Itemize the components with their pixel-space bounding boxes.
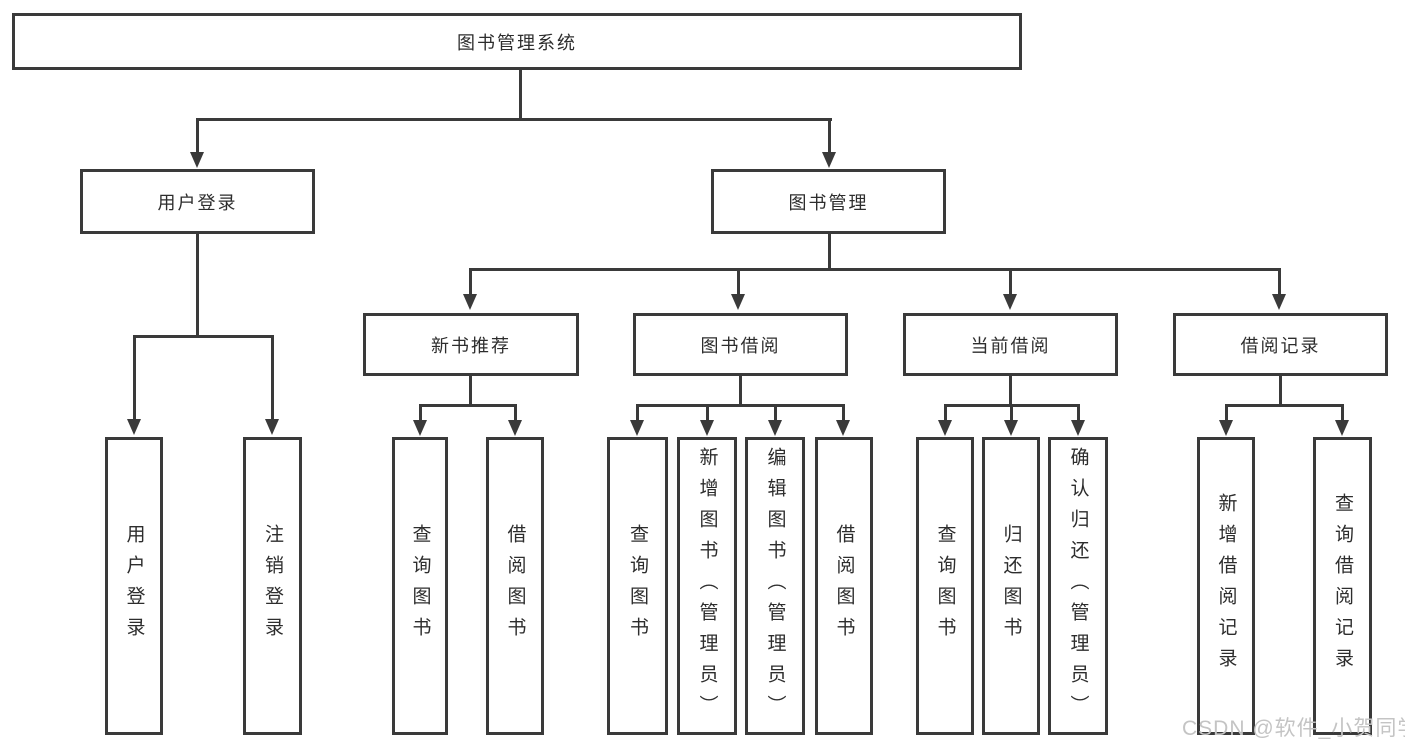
- arrowhead-icon: [1272, 294, 1286, 310]
- leaf-label: 借阅图书: [504, 524, 526, 648]
- connector-drop-user-login: [196, 118, 199, 154]
- connector-drop-leaf: [1010, 404, 1013, 422]
- leaf-label: 查询图书: [627, 524, 648, 648]
- node-book-borrowing: 图书借阅: [633, 313, 848, 376]
- leaf-edit-book-admin: 编辑图书（管理员）: [745, 437, 805, 735]
- arrowhead-icon: [1003, 294, 1017, 310]
- leaf-logout: 注销登录: [243, 437, 302, 735]
- leaf-label: 新增借阅记录: [1215, 493, 1237, 679]
- connector-drop-book-borrowing: [737, 268, 740, 296]
- leaf-return-books: 归还图书: [982, 437, 1040, 735]
- leaf-label: 查询图书: [409, 524, 431, 648]
- leaf-add-book-admin: 新增图书（管理员）: [677, 437, 737, 735]
- leaf-label: 编辑图书（管理员）: [764, 446, 786, 726]
- connector-drop-leaf: [1341, 404, 1344, 422]
- arrowhead-icon: [1004, 420, 1018, 436]
- leaf-search-borrow-record: 查询借阅记录: [1313, 437, 1372, 735]
- arrowhead-icon: [822, 152, 836, 168]
- connector-drop-leaf: [271, 335, 274, 420]
- connector-drop-leaf: [706, 404, 709, 422]
- connector-stem: [1279, 376, 1282, 407]
- node-current-borrowing: 当前借阅: [903, 313, 1118, 376]
- leaf-label: 归还图书: [1000, 524, 1022, 648]
- arrowhead-icon: [768, 420, 782, 436]
- connector-drop-leaf: [842, 404, 845, 422]
- connector-bus: [1225, 404, 1344, 407]
- arrowhead-icon: [1219, 420, 1233, 436]
- arrowhead-icon: [700, 420, 714, 436]
- connector-drop-leaf: [774, 404, 777, 422]
- leaf-borrow-books-recommend: 借阅图书: [486, 437, 544, 735]
- arrowhead-icon: [630, 420, 644, 436]
- connector-bus: [419, 404, 517, 407]
- connector-user-login-bus: [133, 335, 274, 338]
- connector-book-management-stem: [828, 234, 831, 271]
- connector-drop-leaf: [1077, 404, 1080, 422]
- connector-drop-borrow-records: [1278, 268, 1281, 296]
- connector-drop-book-management: [828, 118, 831, 154]
- connector-drop-new-book-recommend: [469, 268, 472, 296]
- node-new-book-recommend-label: 新书推荐: [431, 335, 511, 356]
- node-current-borrowing-label: 当前借阅: [970, 335, 1051, 356]
- arrowhead-icon: [731, 294, 745, 310]
- leaf-search-books-recommend: 查询图书: [392, 437, 448, 735]
- leaf-label: 查询图书: [934, 524, 956, 648]
- leaf-label: 用户登录: [123, 524, 145, 648]
- connector-bus: [636, 404, 845, 407]
- leaf-label: 借阅图书: [833, 524, 855, 648]
- arrowhead-icon: [413, 420, 427, 436]
- arrowhead-icon: [1071, 420, 1085, 436]
- node-borrow-records-label: 借阅记录: [1240, 335, 1321, 356]
- arrowhead-icon: [938, 420, 952, 436]
- connector-root-stem: [519, 70, 522, 121]
- connector-root-bus: [196, 118, 832, 121]
- arrowhead-icon: [1335, 420, 1349, 436]
- leaf-label: 新增图书（管理员）: [696, 446, 718, 726]
- node-user-login: 用户登录: [80, 169, 315, 234]
- node-borrow-records: 借阅记录: [1173, 313, 1388, 376]
- leaf-label: 确认归还（管理员）: [1067, 446, 1089, 726]
- node-new-book-recommend: 新书推荐: [363, 313, 579, 376]
- csdn-watermark: CSDN @软件_小贺同学: [1182, 717, 1405, 740]
- arrowhead-icon: [190, 152, 204, 168]
- connector-book-management-bus: [469, 268, 1281, 271]
- node-library-system: 图书管理系统: [12, 13, 1022, 70]
- leaf-add-borrow-record: 新增借阅记录: [1197, 437, 1255, 735]
- connector-drop-leaf: [1225, 404, 1228, 422]
- leaf-user-login: 用户登录: [105, 437, 163, 735]
- arrowhead-icon: [127, 419, 141, 435]
- leaf-search-books-borrowing: 查询图书: [607, 437, 668, 735]
- connector-drop-leaf: [133, 335, 136, 420]
- connector-drop-current-borrowing: [1009, 268, 1012, 296]
- connector-stem: [739, 376, 742, 407]
- connector-drop-leaf: [419, 404, 422, 422]
- leaf-confirm-return-admin: 确认归还（管理员）: [1048, 437, 1108, 735]
- arrowhead-icon: [463, 294, 477, 310]
- node-book-borrowing-label: 图书借阅: [700, 335, 781, 356]
- node-library-system-label: 图书管理系统: [457, 32, 577, 53]
- node-user-login-label: 用户登录: [157, 192, 238, 213]
- node-book-management-label: 图书管理: [788, 192, 869, 213]
- leaf-label: 查询借阅记录: [1332, 493, 1353, 679]
- leaf-search-books-current: 查询图书: [916, 437, 974, 735]
- connector-stem: [1009, 376, 1012, 407]
- connector-drop-leaf: [944, 404, 947, 422]
- leaf-borrow-books-borrowing: 借阅图书: [815, 437, 873, 735]
- connector-drop-leaf: [514, 404, 517, 422]
- leaf-label: 注销登录: [262, 524, 283, 648]
- connector-stem: [469, 376, 472, 407]
- arrowhead-icon: [508, 420, 522, 436]
- connector-drop-leaf: [636, 404, 639, 422]
- node-book-management: 图书管理: [711, 169, 946, 234]
- arrowhead-icon: [265, 419, 279, 435]
- connector-user-login-stem: [196, 234, 199, 338]
- arrowhead-icon: [836, 420, 850, 436]
